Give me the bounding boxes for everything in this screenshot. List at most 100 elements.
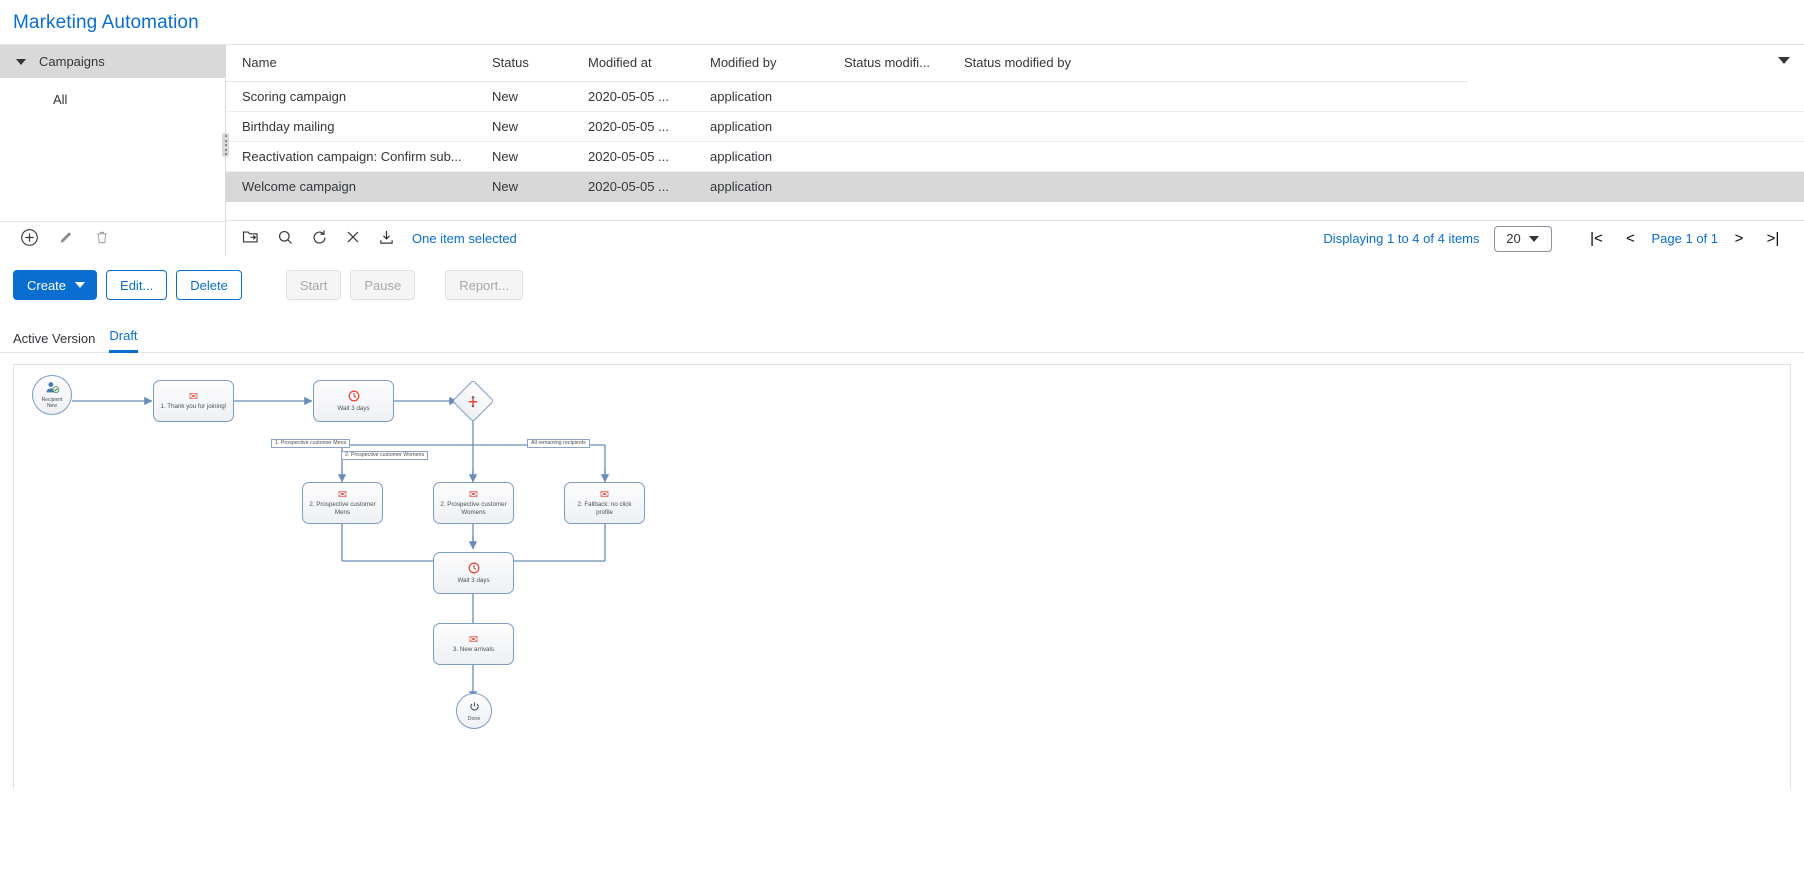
node-email-fallback[interactable]: ✉ 2. Fallback: no click profile [564, 482, 645, 524]
create-button-label: Create [27, 277, 67, 293]
refresh-icon[interactable] [311, 229, 328, 249]
cell-status-modified-at [828, 141, 948, 171]
cell-status-modified-by [948, 81, 1468, 111]
node-label: 2. Fallback: no click profile [577, 501, 632, 516]
search-icon[interactable] [277, 229, 294, 249]
edge-label-womens: 2. Prospective customer Womens [341, 451, 429, 461]
node-label: Wait 3 days [457, 577, 490, 584]
pager: |< < Page 1 of 1 > >| [1580, 230, 1791, 247]
table-row-selected[interactable]: Welcome campaign New 2020-05-05 ... appl… [226, 171, 1804, 201]
column-header-spacer [1468, 45, 1804, 81]
tree-toolbar [0, 221, 225, 256]
page-title: Marketing Automation [13, 12, 199, 33]
chevron-down-icon[interactable] [16, 58, 26, 65]
node-email-mens[interactable]: ✉ 2. Prospective customer Mens [302, 482, 383, 524]
node-label: Done [467, 716, 481, 722]
prev-page-button[interactable]: < [1626, 230, 1635, 247]
node-email-womens[interactable]: ✉ 2. Prospective customer Womens [433, 482, 514, 524]
last-page-button[interactable]: >| [1766, 230, 1780, 247]
cell-modified-at: 2020-05-05 ... [588, 148, 669, 164]
cell-modified-at: 2020-05-05 ... [588, 88, 669, 104]
split-icon [467, 395, 480, 408]
tab-active-version[interactable]: Active Version [13, 331, 96, 346]
table-row[interactable]: Scoring campaign New 2020-05-05 ... appl… [226, 81, 1804, 111]
column-header-modified-at[interactable]: Modified at [572, 45, 694, 82]
mail-icon: ✉ [468, 489, 479, 502]
cell-modified-by: application [710, 88, 773, 104]
node-recipient-new[interactable]: Recipient New [32, 375, 72, 415]
next-page-button[interactable]: > [1734, 230, 1744, 247]
tree-item-all[interactable]: All [53, 92, 68, 107]
edge-label-remaining: All remaining recipients [527, 439, 590, 449]
cell-status-modified-by [948, 111, 1468, 141]
tabs-divider [0, 352, 1804, 353]
first-page-button[interactable]: |< [1590, 230, 1603, 247]
node-label: 1. Thank you for joining! [160, 402, 227, 410]
delete-button[interactable]: Delete [176, 270, 242, 300]
node-thank-you-email[interactable]: ✉ 1. Thank you for joining! [153, 380, 234, 422]
cell-status: New [492, 118, 519, 134]
node-wait-3-days-2[interactable]: Wait 3 days [433, 552, 514, 594]
cell-modified-at: 2020-05-05 ... [588, 178, 669, 194]
cell-spacer [1468, 81, 1804, 111]
table-row[interactable]: Birthday mailing New 2020-05-05 ... appl… [226, 111, 1804, 141]
tree-header-label: Campaigns [39, 54, 105, 69]
cell-status-modified-by [948, 141, 1468, 171]
delete-icon[interactable] [94, 229, 110, 249]
cell-status: New [492, 148, 519, 164]
recipient-icon [45, 381, 60, 397]
cell-name: Reactivation campaign: Confirm sub... [242, 148, 462, 164]
column-header-status[interactable]: Status [476, 45, 572, 82]
campaign-table-panel: Name Status Modified at Modified by Stat… [222, 45, 1804, 256]
cell-name: Scoring campaign [242, 88, 347, 104]
column-header-name[interactable]: Name [226, 45, 476, 82]
cell-name: Welcome campaign [242, 178, 356, 194]
node-wait-3-days-1[interactable]: Wait 3 days [313, 380, 394, 422]
cell-spacer [1468, 111, 1804, 141]
displaying-text: Displaying 1 to 4 of 4 items [1323, 231, 1480, 246]
mail-icon: ✉ [468, 633, 479, 646]
cell-status-modified-at [828, 81, 948, 111]
cell-modified-by: application [710, 178, 773, 194]
open-folder-icon[interactable] [242, 229, 260, 248]
node-done[interactable]: Done [456, 693, 492, 729]
table-row[interactable]: Reactivation campaign: Confirm sub... Ne… [226, 141, 1804, 171]
campaign-tree-panel: Campaigns All [0, 45, 226, 256]
node-label: 2. Prospective customer Womens [440, 501, 507, 516]
tree-header[interactable]: Campaigns [0, 45, 225, 78]
column-header-status-modified-by[interactable]: Status modified by [948, 45, 1468, 82]
export-icon[interactable] [378, 229, 395, 249]
node-label-recipient: Recipient [41, 396, 63, 403]
chevron-down-icon [1528, 235, 1539, 242]
node-decision-split[interactable] [451, 379, 495, 423]
version-tabs: Active Version Draft [0, 300, 1804, 353]
table-body: Scoring campaign New 2020-05-05 ... appl… [226, 81, 1804, 201]
cell-spacer [1468, 171, 1804, 201]
node-label: 3. New arrivals [453, 645, 494, 653]
column-header-status-modified-at[interactable]: Status modifi... [828, 45, 948, 82]
campaign-flow-canvas[interactable]: Recipient New ✉ 1. Thank you for joining… [13, 364, 1791, 789]
page-label: Page 1 of 1 [1651, 231, 1719, 246]
cell-modified-by: application [710, 148, 773, 164]
cell-status: New [492, 178, 519, 194]
edit-button[interactable]: Edit... [106, 270, 168, 300]
edge-label-mens: 1. Prospective customer Mens [271, 439, 351, 449]
tab-draft[interactable]: Draft [109, 328, 138, 353]
power-icon [469, 700, 480, 715]
action-button-bar: Create Edit... Delete Start Pause Report… [0, 256, 1804, 300]
page-size-select[interactable]: 20 [1493, 225, 1552, 252]
create-button[interactable]: Create [13, 270, 98, 300]
cell-modified-by: application [710, 118, 773, 134]
node-new-arrivals-email[interactable]: ✉ 3. New arrivals [433, 623, 514, 665]
add-icon[interactable] [20, 228, 39, 250]
node-label: Wait 3 days [337, 405, 370, 412]
column-header-modified-by[interactable]: Modified by [694, 45, 828, 82]
selection-status-text: One item selected [412, 231, 517, 246]
cell-status-modified-at [828, 111, 948, 141]
splitter-handle[interactable] [222, 133, 229, 157]
clear-icon[interactable] [345, 229, 361, 248]
edit-icon[interactable] [58, 229, 75, 249]
cell-status-modified-at [828, 171, 948, 201]
page-size-value: 20 [1506, 231, 1521, 246]
table-settings-chevron-icon[interactable] [1778, 57, 1790, 64]
